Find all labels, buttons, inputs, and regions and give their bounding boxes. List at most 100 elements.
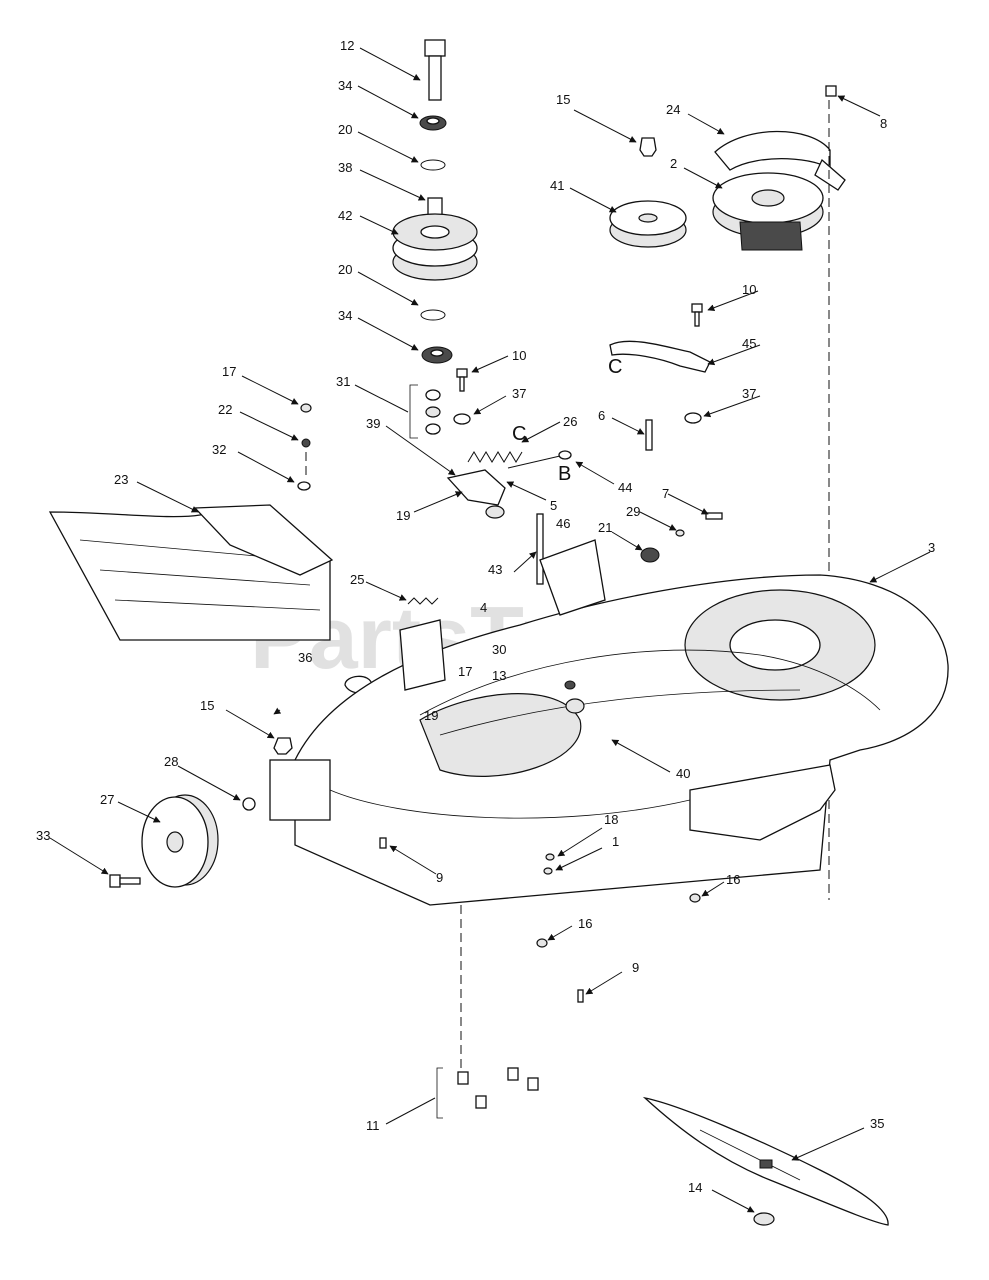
callout-15: 15 (556, 92, 570, 107)
part-27-wheel (141, 794, 219, 888)
part-15-nut-top (639, 137, 657, 157)
part-20-snap-ring-upper (420, 159, 446, 171)
part-9-bolt-upper (379, 837, 387, 849)
part-25-spring (407, 597, 439, 605)
part-41-idler-pulley (609, 200, 687, 248)
part-46-pin (536, 513, 544, 585)
part-16-nut-lower (536, 938, 548, 948)
callout-1: 1 (612, 834, 619, 849)
part-45-bracket (609, 340, 711, 373)
callout-35: 35 (870, 1116, 884, 1131)
part-13-nut (565, 698, 585, 714)
callout-numbers: 12 34 20 38 42 20 34 31 10 37 26 39 17 2… (36, 38, 935, 1195)
callout-15: 15 (200, 698, 214, 713)
callout-25: 25 (350, 572, 364, 587)
callout-41: 41 (550, 178, 564, 193)
callout-43: 43 (488, 562, 502, 577)
callout-18: 18 (604, 812, 618, 827)
callout-5: 5 (550, 498, 557, 513)
callout-29: 29 (626, 504, 640, 519)
part-26-spring (467, 451, 523, 463)
letter-b: B (558, 463, 571, 485)
callout-44: 44 (618, 480, 632, 495)
part-8-bolt (825, 85, 837, 97)
callout-22: 22 (218, 402, 232, 417)
part-18-nut (545, 853, 555, 861)
part-28-washer (242, 797, 256, 811)
callout-9: 9 (436, 870, 443, 885)
callout-34: 34 (338, 308, 352, 323)
callout-6: 6 (598, 408, 605, 423)
part-32-washer (297, 481, 311, 491)
part-15-nut-left (273, 737, 293, 755)
callout-21: 21 (598, 520, 612, 535)
callout-11: 11 (366, 1118, 380, 1133)
callout-16: 16 (578, 916, 592, 931)
letter-c-bracket: C (608, 356, 622, 378)
callout-27: 27 (100, 792, 114, 807)
part-1-nut (543, 867, 553, 875)
part-9-bolt-lower (577, 989, 584, 1003)
part-34-bearing-lower (421, 346, 453, 364)
callout-9: 9 (632, 960, 639, 975)
part-14-blade-washer (753, 1212, 775, 1226)
part-2-spindle-pulley (712, 172, 824, 251)
part-21-bearing (640, 547, 660, 563)
part-44-rod (507, 455, 561, 469)
callout-34: 34 (338, 78, 352, 93)
callout-30: 30 (492, 642, 506, 657)
part-22-nut (301, 438, 311, 448)
callout-16: 16 (726, 872, 740, 887)
parts-artwork (48, 39, 949, 1226)
part-10-bolt-right (691, 303, 703, 327)
callout-17: 17 (458, 664, 472, 679)
callout-4: 4 (480, 600, 487, 615)
part-39-idler-arm (446, 469, 506, 519)
callout-10: 10 (512, 348, 526, 363)
part-17-nut (300, 403, 312, 413)
part-37-washer-left (453, 413, 471, 425)
callout-20: 20 (338, 262, 352, 277)
part-16-nut-right (689, 893, 701, 903)
part-6-bolt (645, 419, 653, 451)
callout-8: 8 (880, 116, 887, 131)
callout-45: 45 (742, 336, 756, 351)
reference-letters: C B C (512, 356, 622, 485)
callout-39: 39 (366, 416, 380, 431)
part-30-washer (564, 680, 576, 690)
part-35-blade (642, 1096, 889, 1226)
callout-3: 3 (928, 540, 935, 555)
callout-19: 19 (424, 708, 438, 723)
callout-19: 19 (396, 508, 410, 523)
part-42-double-pulley (392, 197, 478, 281)
callout-33: 33 (36, 828, 50, 843)
callout-32: 32 (212, 442, 226, 457)
part-29-nut (675, 529, 685, 537)
callout-10: 10 (742, 282, 756, 297)
part-4-bracket (399, 539, 606, 691)
callout-26: 26 (563, 414, 577, 429)
callout-36: 36 (298, 650, 312, 665)
part-34-bearing-upper (419, 115, 447, 131)
callout-31: 31 (336, 374, 350, 389)
callout-40: 40 (676, 766, 690, 781)
part-44-eye (558, 450, 572, 460)
callout-2: 2 (670, 156, 677, 171)
callout-13: 13 (492, 668, 506, 683)
callout-37: 37 (512, 386, 526, 401)
part-7-bolt (705, 512, 723, 520)
callout-20: 20 (338, 122, 352, 137)
callout-24: 24 (666, 102, 680, 117)
callout-46: 46 (556, 516, 570, 531)
part-33-shoulder-bolt (109, 874, 141, 888)
letter-c-upper: C (512, 423, 526, 445)
callout-14: 14 (688, 1180, 702, 1195)
leader-lines (49, 47, 931, 1213)
callout-12: 12 (340, 38, 354, 53)
callout-38: 38 (338, 160, 352, 175)
part-23-discharge-chute (48, 504, 334, 641)
callout-37: 37 (742, 386, 756, 401)
part-37-washer-right (684, 412, 702, 424)
part-3-mower-deck (269, 574, 949, 906)
